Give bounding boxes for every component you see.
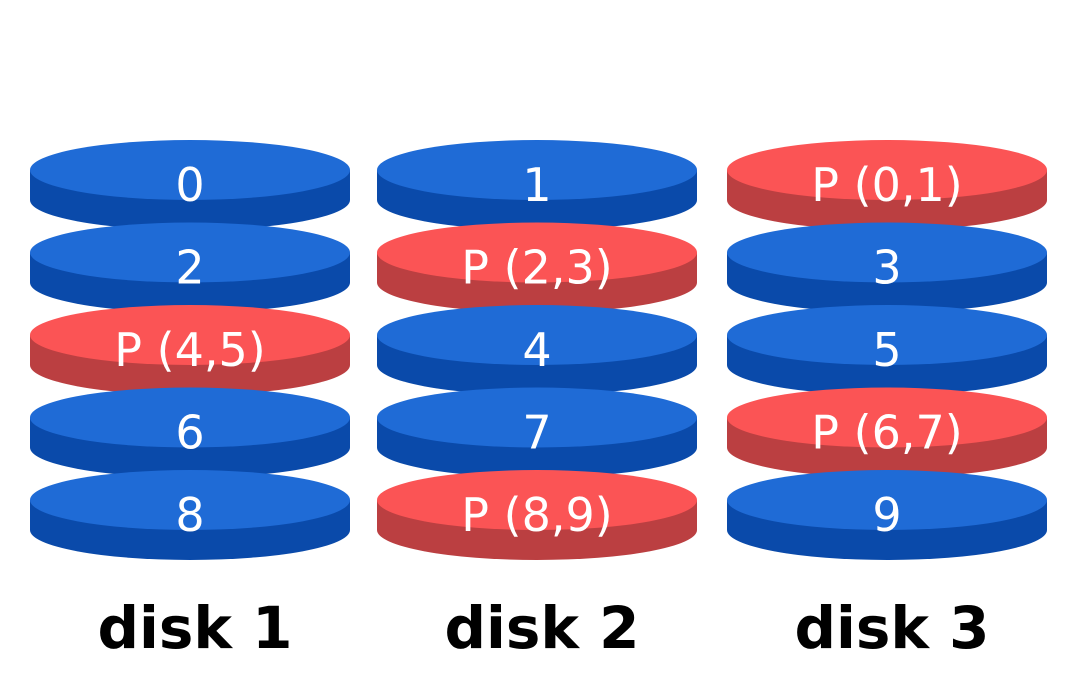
data-block: 1 (377, 140, 697, 230)
block-label: 3 (872, 241, 901, 295)
platter-top (727, 387, 1047, 448)
block-label: 7 (522, 406, 551, 460)
disk-stack: 0 2 P (4,5) 6 8 disk 1 (30, 140, 350, 662)
data-block: 8 (30, 470, 350, 560)
block-label: 1 (522, 158, 551, 212)
disk-stack: 1 P (2,3) 4 7 P (8,9) disk 2 (377, 140, 697, 662)
block-label: P (8,9) (461, 488, 612, 542)
block-label: P (4,5) (114, 323, 265, 377)
parity-block: P (0,1) (727, 140, 1047, 230)
platter-top (377, 140, 697, 200)
disk-stack: P (0,1) 3 5 P (6,7) 9 disk 3 (727, 140, 1047, 662)
block-label: 9 (872, 488, 901, 542)
platter-top (727, 305, 1047, 365)
data-block: 5 (727, 305, 1047, 395)
platter-top (30, 387, 350, 448)
platter-top (377, 387, 697, 448)
block-label: 8 (175, 488, 204, 542)
disk-label: disk 1 (97, 594, 292, 662)
platter-top (727, 222, 1047, 283)
parity-block: P (8,9) (377, 470, 697, 560)
disks-layer: 0 2 P (4,5) 6 8 disk 1 1 P (2,3) 4 7 P (8,9) disk 2… (30, 140, 1047, 662)
platter-top (30, 305, 350, 365)
disk-label: disk 2 (444, 594, 639, 662)
parity-block: P (4,5) (30, 305, 350, 395)
block-label: P (6,7) (811, 406, 962, 460)
block-label: 0 (175, 158, 204, 212)
data-block: 4 (377, 305, 697, 395)
disk-label: disk 3 (794, 594, 989, 662)
block-label: P (2,3) (461, 241, 612, 295)
platter-top (377, 222, 697, 283)
block-label: 4 (522, 323, 551, 377)
block-label: 5 (872, 323, 901, 377)
parity-block: P (6,7) (727, 387, 1047, 478)
block-label: P (0,1) (811, 158, 962, 212)
platter-top (727, 140, 1047, 200)
parity-block: P (2,3) (377, 222, 697, 313)
data-block: 7 (377, 387, 697, 478)
block-label: 6 (175, 406, 204, 460)
data-block: 6 (30, 387, 350, 478)
platter-top (377, 305, 697, 365)
data-block: 0 (30, 140, 350, 230)
platter-top (377, 470, 697, 530)
platter-top (30, 470, 350, 530)
block-label: 2 (175, 241, 204, 295)
data-block: 3 (727, 222, 1047, 313)
data-block: 9 (727, 470, 1047, 560)
platter-top (30, 140, 350, 200)
data-block: 2 (30, 222, 350, 313)
platter-top (30, 222, 350, 283)
platter-top (727, 470, 1047, 530)
